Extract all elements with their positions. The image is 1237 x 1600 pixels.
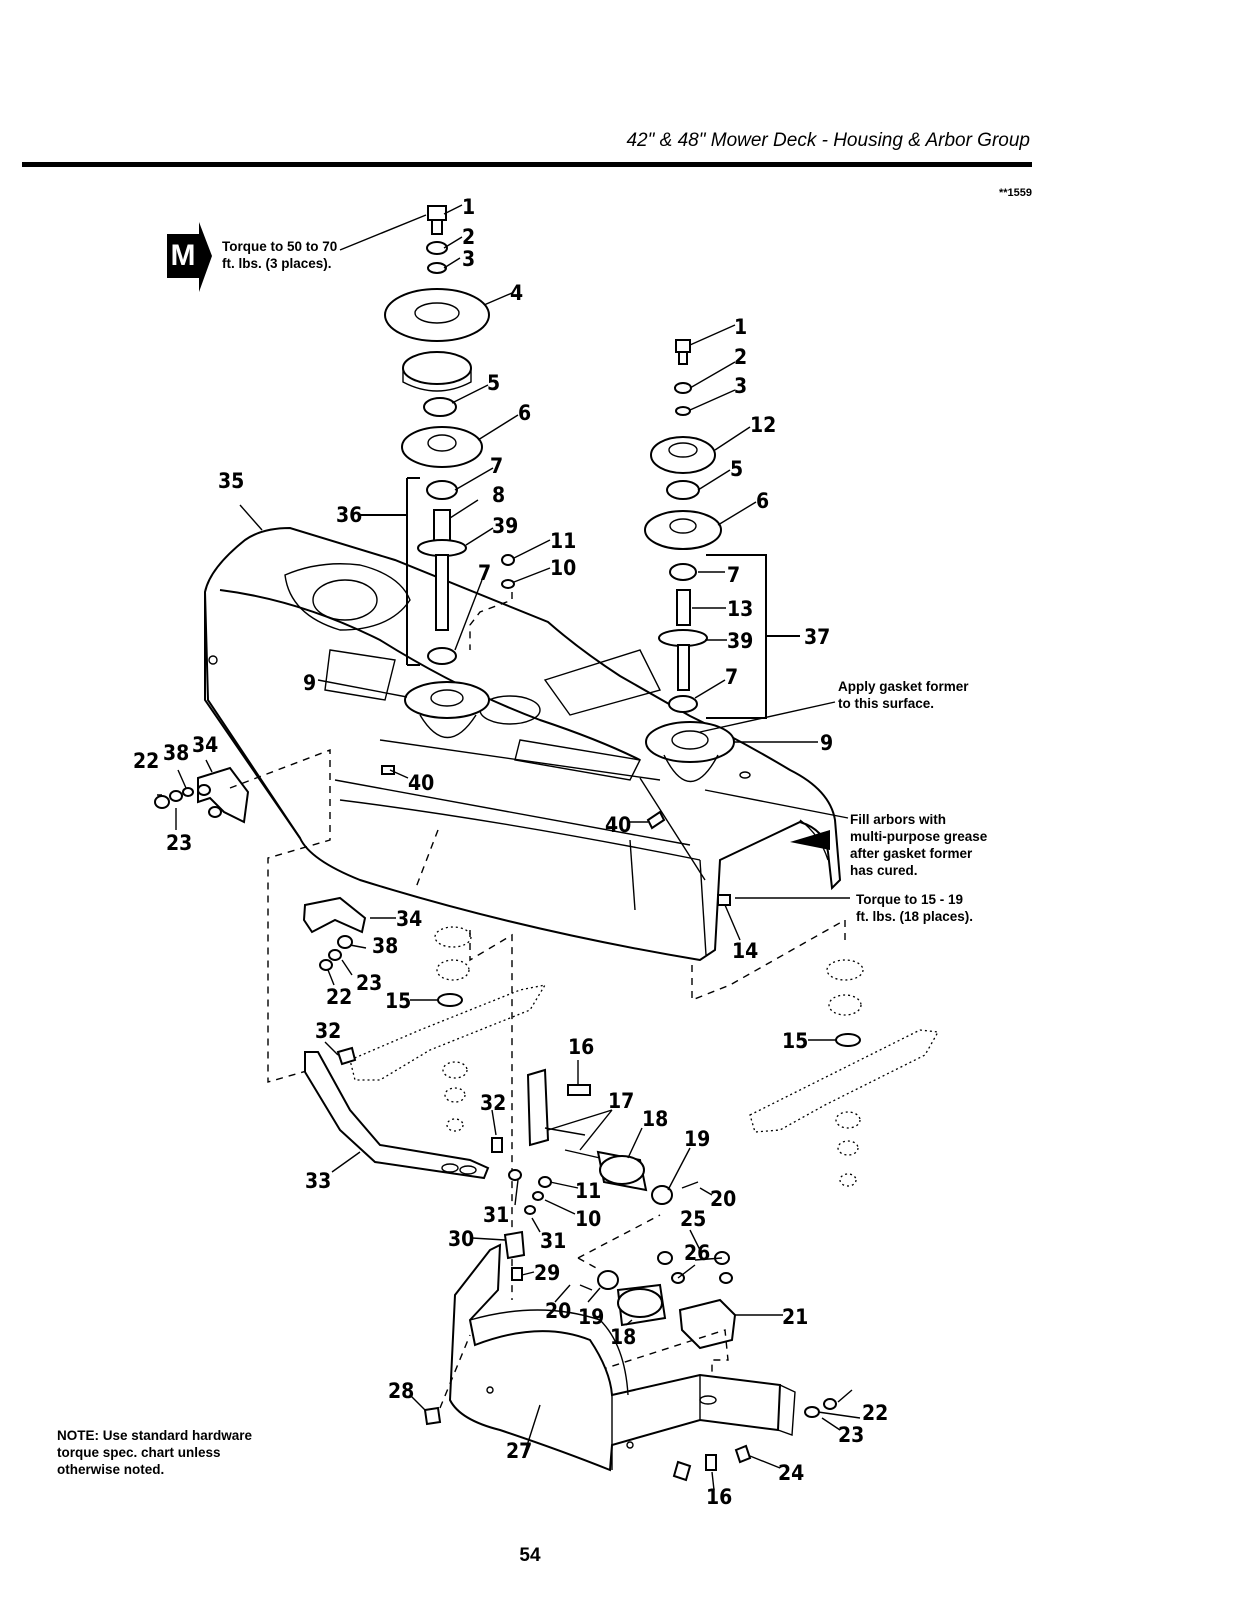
gauge-wheel-bracket-34 <box>154 766 250 824</box>
roller-assembly-lower <box>579 1251 737 1350</box>
note-torque-right: Torque to 15 - 19 ft. lbs. (18 places). <box>856 892 974 924</box>
badge-arrow <box>199 222 212 292</box>
callout-33: 33 <box>305 1169 331 1193</box>
callout-26: 26 <box>684 1241 710 1265</box>
callout-3: 3 <box>734 374 747 398</box>
callout-18: 18 <box>610 1325 636 1349</box>
left-arbor-flange <box>404 681 490 739</box>
callout-7: 7 <box>478 561 491 585</box>
callout-19: 19 <box>684 1127 710 1151</box>
callout-40: 40 <box>408 771 434 795</box>
callout-1: 1 <box>462 195 475 219</box>
note-grease: Fill arbors with multi-purpose grease af… <box>850 812 988 878</box>
callout-5: 5 <box>730 457 743 481</box>
callout-7: 7 <box>725 665 738 689</box>
callout-2: 2 <box>462 225 475 249</box>
callout-1: 1 <box>734 315 747 339</box>
callout-18: 18 <box>642 1107 668 1131</box>
callout-25: 25 <box>680 1207 706 1231</box>
callout-29: 29 <box>534 1261 560 1285</box>
callout-37: 37 <box>804 625 830 649</box>
callout-6: 6 <box>518 401 531 425</box>
callout-32: 32 <box>480 1091 506 1115</box>
page-title: 42" & 48" Mower Deck - Housing & Arbor G… <box>626 130 1030 151</box>
callout-5: 5 <box>487 371 500 395</box>
callout-39: 39 <box>492 514 518 538</box>
page-number: 54 <box>519 1545 541 1566</box>
callout-15: 15 <box>385 989 411 1013</box>
header-rule <box>22 162 1032 167</box>
bracket-34-lower <box>302 896 367 971</box>
callout-32: 32 <box>315 1019 341 1043</box>
right-arbor-stack <box>644 339 800 719</box>
callout-23: 23 <box>838 1423 864 1447</box>
callout-12: 12 <box>750 413 776 437</box>
leader-lines <box>157 204 861 1491</box>
hardware-30-31 <box>503 1169 552 1281</box>
callout-24: 24 <box>778 1461 804 1485</box>
rear-bar-33 <box>304 1046 503 1180</box>
note-gasket: Apply gasket former to this surface. <box>838 679 969 711</box>
callout-34: 34 <box>192 733 218 757</box>
callout-31: 31 <box>540 1229 566 1253</box>
callout-36: 36 <box>336 503 362 527</box>
washer-10 <box>501 579 515 589</box>
callout-17: 17 <box>608 1089 634 1113</box>
callout-39: 39 <box>727 629 753 653</box>
callout-8: 8 <box>492 483 505 507</box>
callout-7: 7 <box>727 563 740 587</box>
bolt-40 <box>381 765 666 830</box>
left-arbor-stack <box>360 205 490 666</box>
callout-15: 15 <box>782 1029 808 1053</box>
callout-34: 34 <box>396 907 422 931</box>
right-blade-stack <box>749 959 940 1187</box>
nut-11 <box>501 554 515 566</box>
callout-13: 13 <box>727 597 753 621</box>
callout-9: 9 <box>303 671 316 695</box>
callout-11: 11 <box>550 529 576 553</box>
callout-10: 10 <box>550 556 576 580</box>
callout-27: 27 <box>506 1439 532 1463</box>
diagram-code: **1559 <box>998 187 1032 199</box>
callout-9: 9 <box>820 731 833 755</box>
callout-38: 38 <box>163 741 189 765</box>
bolt-28 <box>423 1406 442 1426</box>
note-torque-top: Torque to 50 to 70 ft. lbs. (3 places). <box>222 239 338 271</box>
callout-35: 35 <box>218 469 244 493</box>
callout-19: 19 <box>578 1305 604 1329</box>
callout-16: 16 <box>568 1035 594 1059</box>
callout-6: 6 <box>756 489 769 513</box>
callout-22: 22 <box>326 985 352 1009</box>
callout-30: 30 <box>448 1227 474 1251</box>
callout-7: 7 <box>490 454 503 478</box>
callout-16: 16 <box>706 1485 732 1509</box>
callout-3: 3 <box>462 247 475 271</box>
bolt-14 <box>717 894 731 906</box>
callout-14: 14 <box>732 939 758 963</box>
callout-38: 38 <box>372 934 398 958</box>
callout-23: 23 <box>166 831 192 855</box>
callout-28: 28 <box>388 1379 414 1403</box>
callout-31: 31 <box>483 1203 509 1227</box>
deck-housing <box>204 526 842 962</box>
note-bottom: NOTE: Use standard hardware torque spec.… <box>57 1428 253 1477</box>
callout-labels: 1 2 3 4 5 6 7 8 39 11 10 7 36 35 9 1 2 3… <box>133 195 888 1509</box>
bolts-bottom <box>672 1398 837 1482</box>
callout-20: 20 <box>545 1299 571 1323</box>
callout-23: 23 <box>356 971 382 995</box>
callout-10: 10 <box>575 1207 601 1231</box>
maintenance-badge: M <box>167 234 199 278</box>
callout-2: 2 <box>734 345 747 369</box>
callout-4: 4 <box>510 281 523 305</box>
roller-assembly-upper <box>526 1068 699 1205</box>
callout-22: 22 <box>133 749 159 773</box>
callout-20: 20 <box>710 1187 736 1211</box>
callout-22: 22 <box>862 1401 888 1425</box>
front-shield-27 <box>448 1243 796 1472</box>
callout-11: 11 <box>575 1179 601 1203</box>
callout-21: 21 <box>782 1305 808 1329</box>
callout-40: 40 <box>605 813 631 837</box>
